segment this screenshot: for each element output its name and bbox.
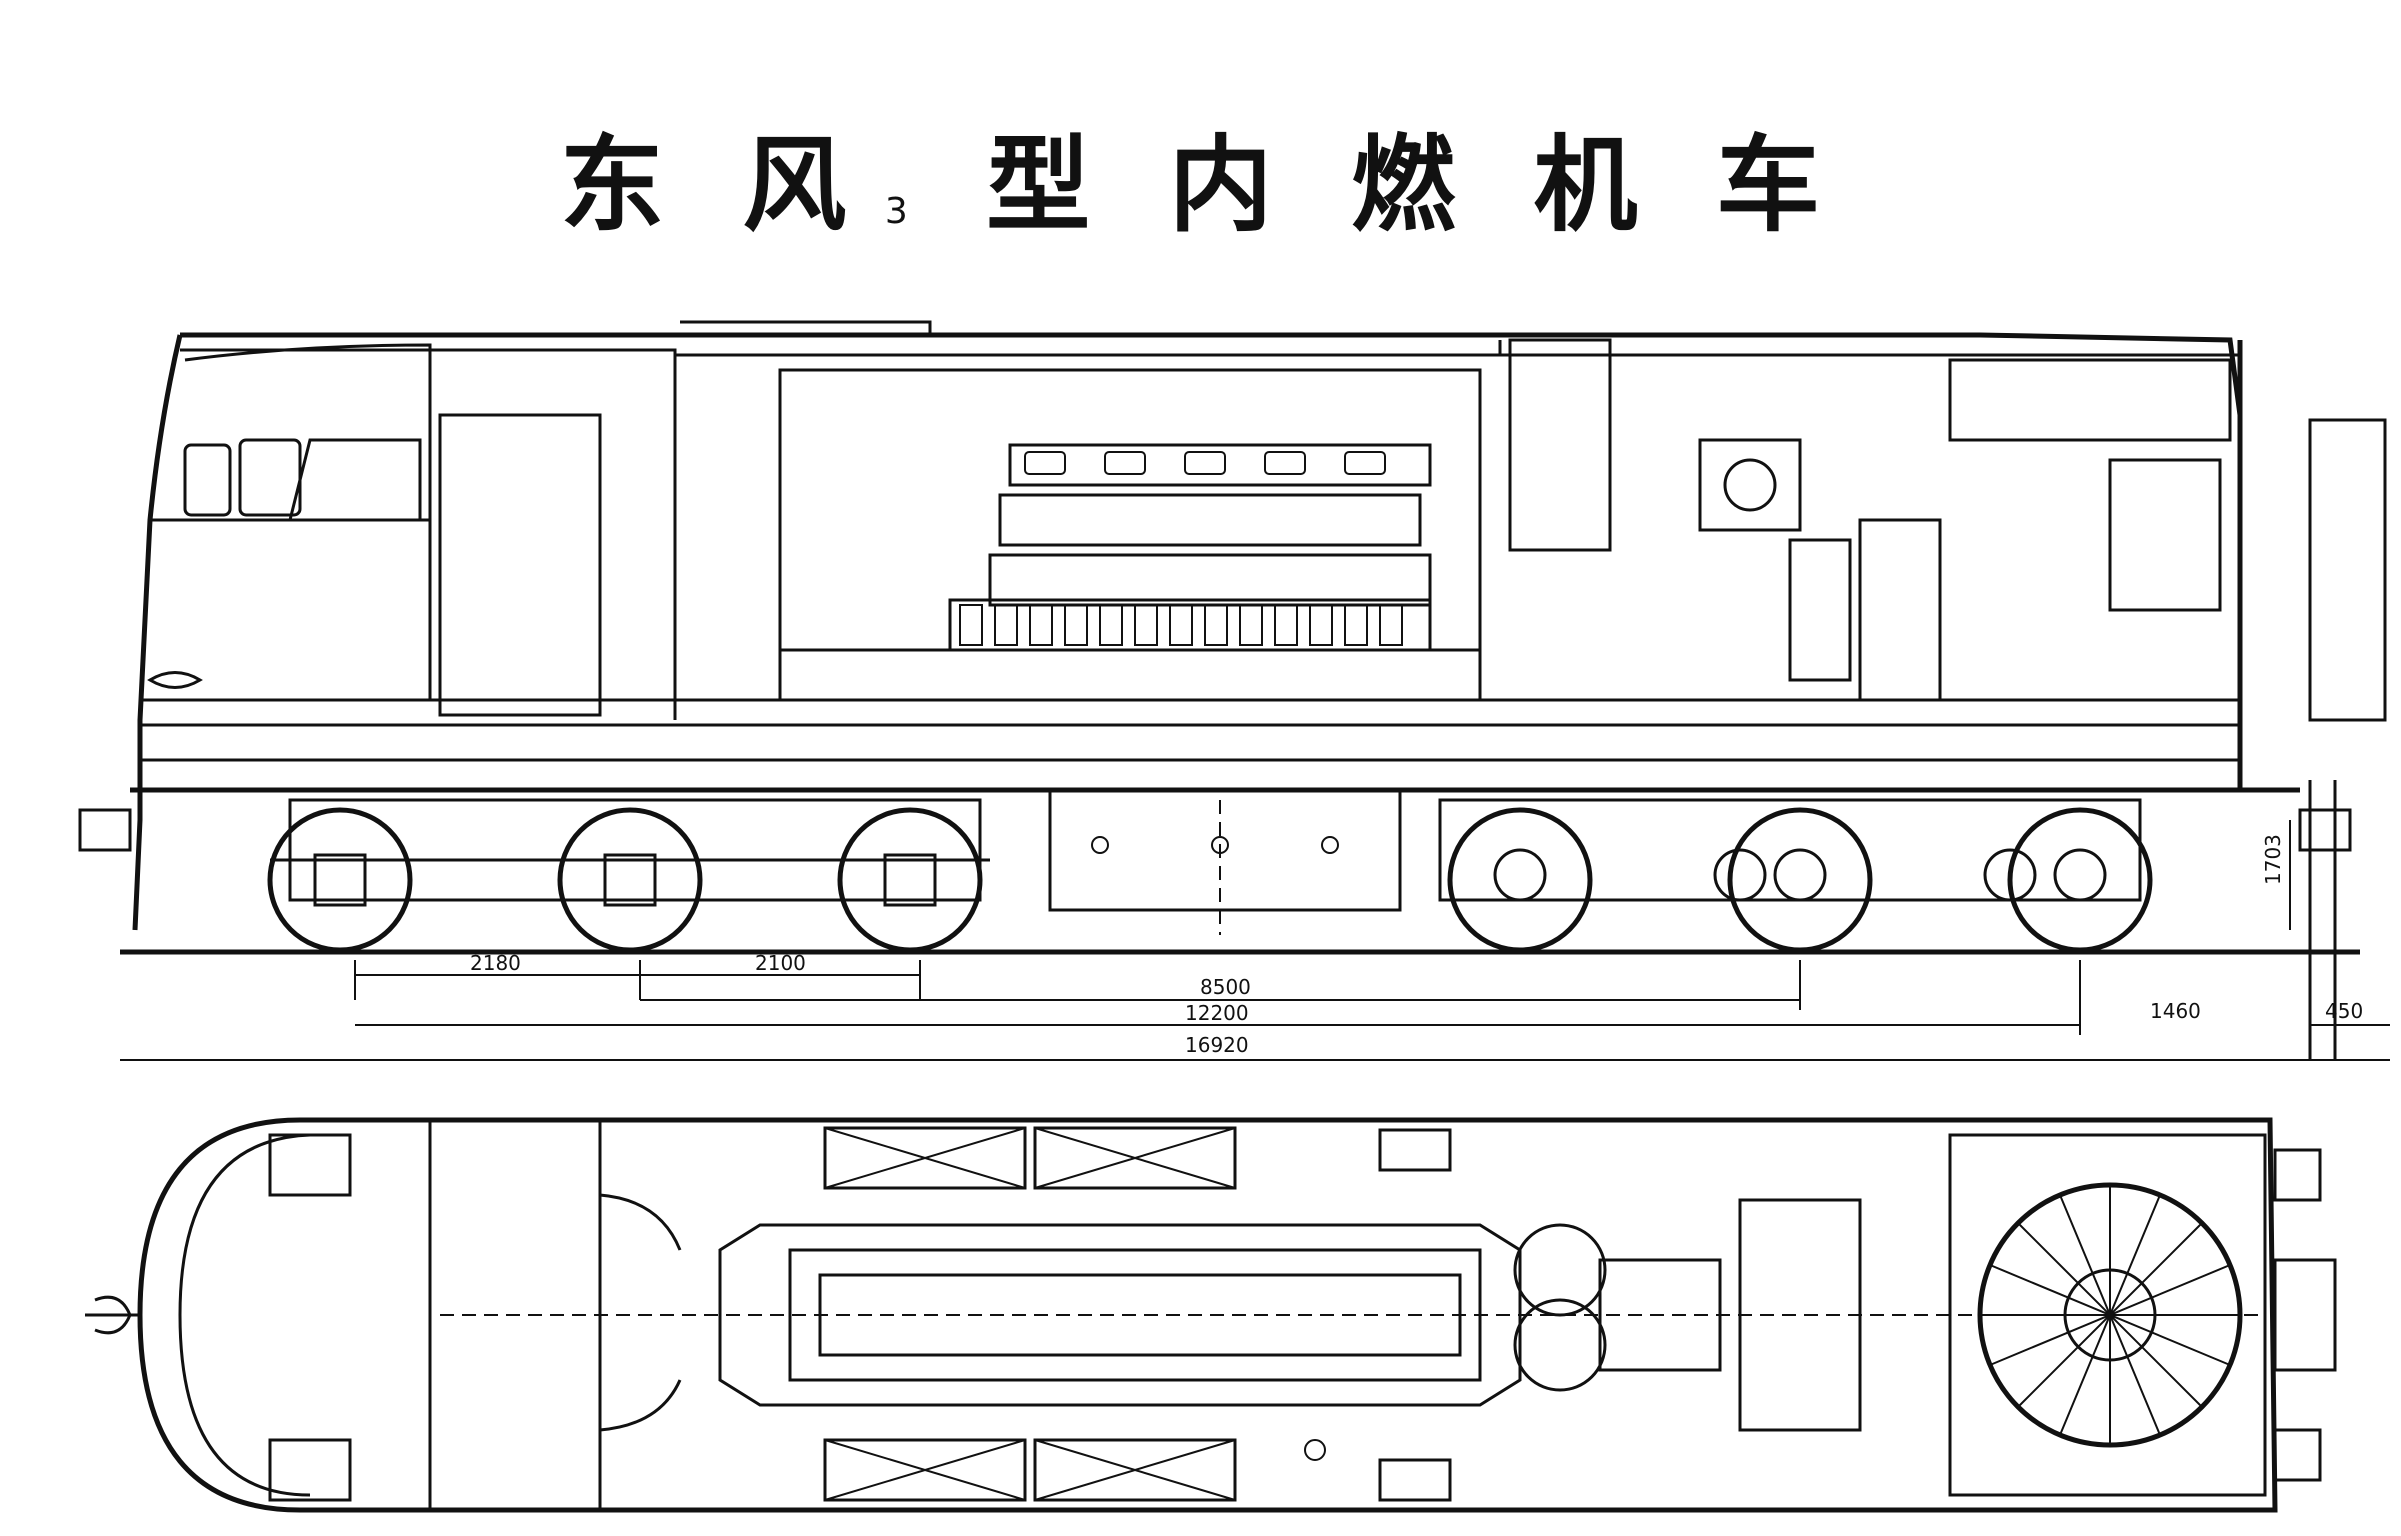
dimension-label: 12200 bbox=[1185, 1001, 1249, 1025]
dimension-label: 8500 bbox=[1200, 975, 1251, 999]
dimension-lines bbox=[120, 820, 2390, 1061]
title-char: 型 bbox=[986, 124, 1091, 246]
side-elevation-view bbox=[78, 320, 2387, 1060]
diagram-title: 东 风 3 型 内 燃 机 车 bbox=[560, 120, 1820, 250]
title-char: 车 bbox=[1715, 124, 1820, 246]
dimension-label: 2100 bbox=[755, 951, 806, 975]
title-char: 燃 bbox=[1351, 124, 1456, 246]
dimension-label: 1460 bbox=[2150, 999, 2201, 1023]
title-model-number: 3 bbox=[884, 191, 908, 232]
title-char: 内 bbox=[1168, 124, 1273, 246]
title-char: 机 bbox=[1533, 124, 1638, 246]
dimension-label: 2180 bbox=[470, 951, 521, 975]
plan-view bbox=[85, 1117, 2337, 1513]
title-char: 风 bbox=[742, 124, 847, 246]
dimension-label: 450 bbox=[2325, 999, 2363, 1023]
title-char: 东 bbox=[560, 124, 665, 246]
dimension-label: 16920 bbox=[1185, 1033, 1249, 1057]
dimension-label: 1703 bbox=[2261, 834, 2285, 885]
